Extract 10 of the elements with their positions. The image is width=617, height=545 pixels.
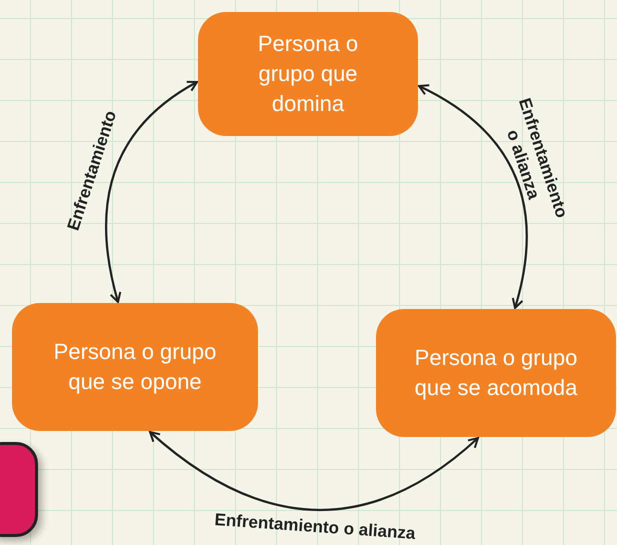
curved-arrow bbox=[105, 81, 198, 303]
edge-label: Enfrentamiento o alianza bbox=[212, 509, 418, 545]
box-text: Persona o grupo que se acomoda bbox=[414, 344, 578, 402]
curved-arrow bbox=[418, 84, 528, 309]
process-box bbox=[12, 303, 258, 431]
box-text: Persona o grupo que domina bbox=[256, 30, 360, 118]
box-text: Persona o grupo que se opone bbox=[52, 338, 218, 396]
process-box bbox=[198, 12, 418, 136]
curved-arrow bbox=[149, 431, 479, 511]
process-box bbox=[376, 309, 616, 437]
